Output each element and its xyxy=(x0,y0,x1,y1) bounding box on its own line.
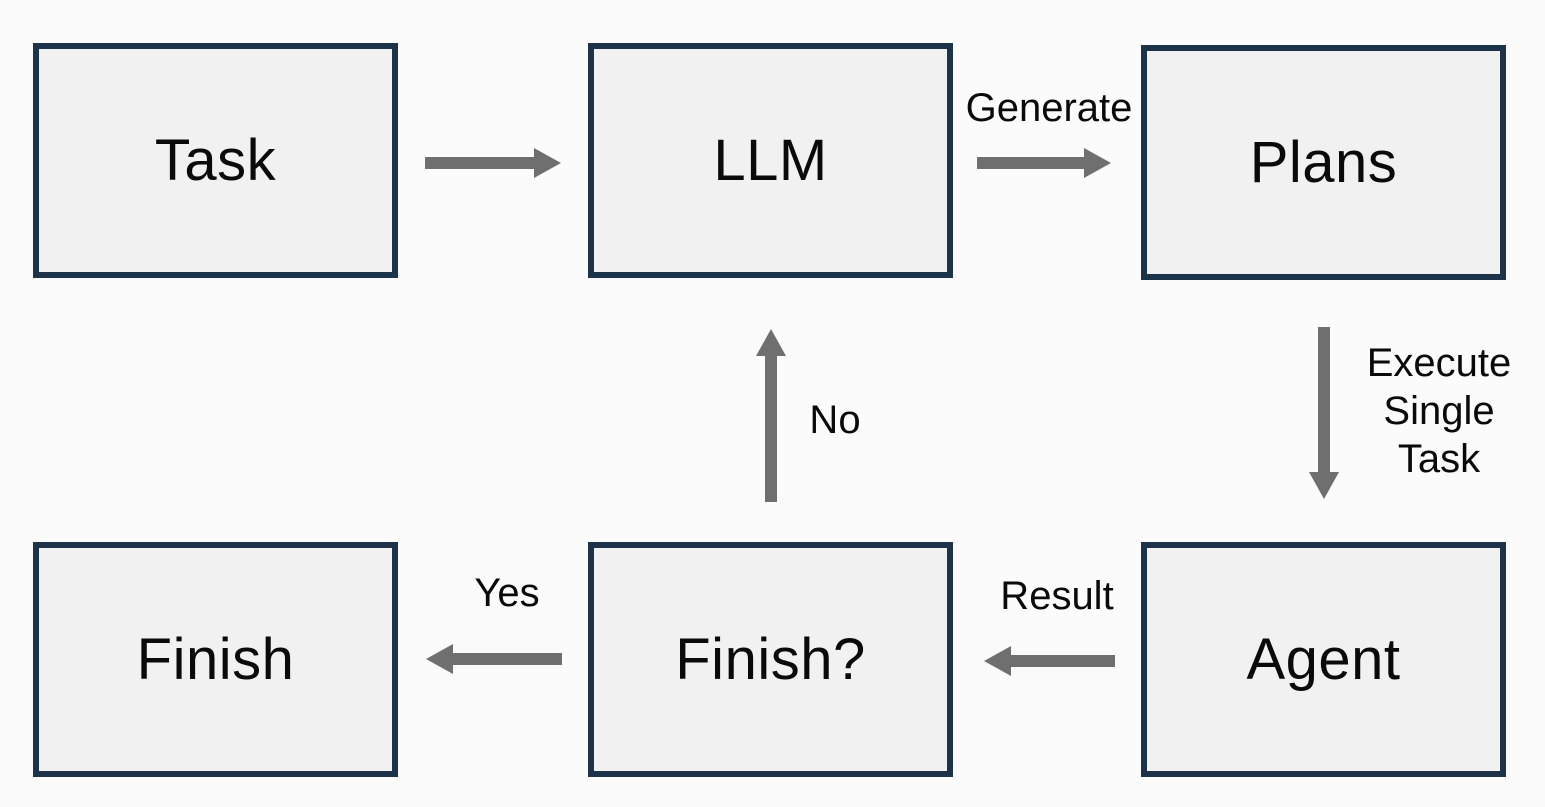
node-task-label: Task xyxy=(154,128,277,193)
node-task: Task xyxy=(33,43,398,278)
edge-label-line: Execute xyxy=(1366,341,1512,385)
edge-label-execute-single-task: Execute Single Task xyxy=(1367,339,1512,483)
node-agent: Agent xyxy=(1141,542,1506,777)
node-llm: LLM xyxy=(588,43,953,278)
edge-label-line: Task xyxy=(1397,437,1481,481)
edge-label-no: No xyxy=(809,398,861,442)
node-finish-label: Finish xyxy=(136,627,295,692)
edge-label-result: Result xyxy=(1000,574,1114,618)
edge-label-yes: Yes xyxy=(474,571,540,615)
node-llm-label: LLM xyxy=(713,128,828,193)
edge-label-generate: Generate xyxy=(965,86,1133,130)
node-finish: Finish xyxy=(33,542,398,777)
node-finish-check: Finish? xyxy=(588,542,953,777)
node-agent-label: Agent xyxy=(1246,627,1401,692)
node-plans-label: Plans xyxy=(1249,130,1398,195)
node-finish-check-label: Finish? xyxy=(675,627,866,692)
edge-label-line: Single xyxy=(1383,389,1495,433)
node-plans: Plans xyxy=(1141,45,1506,280)
